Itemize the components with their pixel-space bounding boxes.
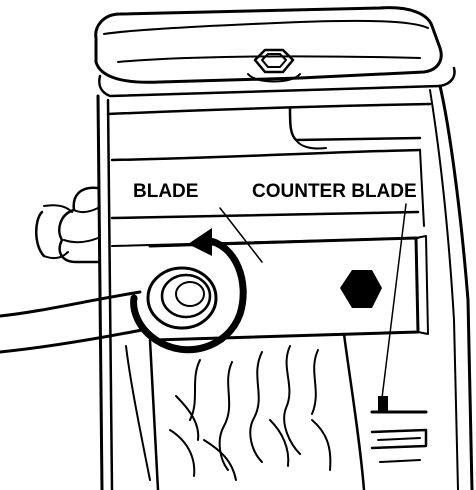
hex-nut-icon [340,270,382,308]
counter-blade-label: COUNTER BLADE [252,181,417,202]
leader-lines [220,204,406,398]
lower-housing [126,334,364,490]
blade-bar [150,236,428,340]
counter-blade [372,396,426,462]
side-knob [36,188,98,262]
top-housing [96,8,455,96]
counter-blade-leader-line [382,204,406,398]
blade-label: BLADE [133,181,198,202]
